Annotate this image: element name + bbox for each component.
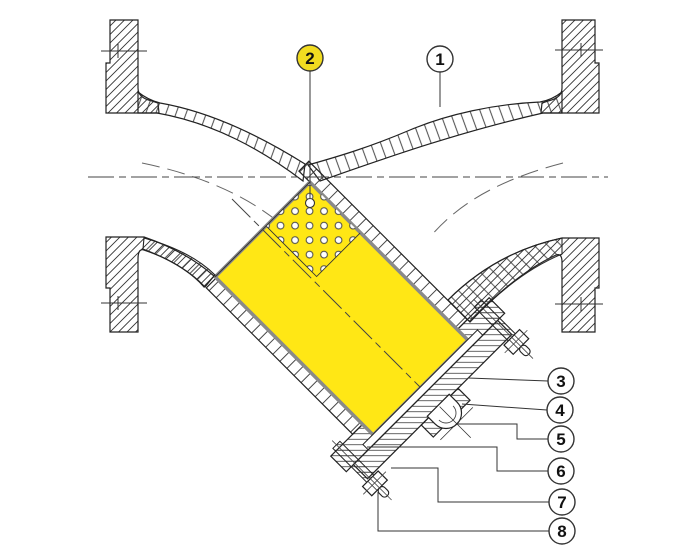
callout-5-circle [547, 425, 575, 453]
flow-line-right [429, 162, 564, 238]
right-flange-bolt-centerline-bottom [555, 297, 603, 311]
callout-2-circle [296, 44, 324, 72]
callout-2-number: 2 [305, 49, 314, 68]
callout-4-number: 4 [555, 401, 565, 420]
callout-5-leader [457, 423, 548, 440]
stud-nut-facets [367, 476, 383, 491]
callout-6-number: 6 [556, 462, 565, 481]
bore-lines [106, 112, 599, 239]
callout-8-circle [548, 517, 576, 545]
callout-7-circle [548, 488, 576, 516]
callout-4-circle [546, 396, 574, 424]
stud-axis [331, 440, 392, 501]
callout-6-leader [367, 446, 548, 472]
stud-axis [473, 298, 534, 359]
callouts-layer: 1 2 3 4 5 6 7 8 [296, 44, 576, 545]
screen-perforations [266, 182, 361, 277]
leg-centerline [231, 198, 421, 388]
callout-7-leader [391, 467, 549, 503]
left-flange-bolt-centerline-bottom [101, 296, 147, 310]
callout-3-circle [547, 367, 575, 395]
left-flange [101, 19, 215, 333]
centerlines [88, 176, 608, 388]
left-flange-bolt-centerline-top [101, 44, 147, 58]
stud-nut-facets [509, 334, 524, 350]
body-wall-bottom-left [142, 237, 216, 288]
callout-1-circle [426, 45, 454, 73]
drain-plug-centerlines [439, 406, 474, 441]
perforation-boundary [266, 226, 361, 278]
callout-1-number: 1 [435, 50, 444, 69]
callout-3-leader [467, 377, 549, 382]
callout-2-target-dot [304, 197, 316, 209]
callout-7-number: 7 [557, 493, 566, 512]
callout-4-leader [461, 403, 548, 411]
stud-bolt-lower [331, 440, 392, 501]
left-flange-top-section [105, 19, 160, 114]
callout-8-number: 8 [557, 522, 566, 541]
body-wall-top-right [306, 90, 563, 182]
callout-6-circle [547, 457, 575, 485]
body-wall-bottom-right [447, 237, 563, 323]
right-flange-bolt-centerline-top [555, 43, 603, 57]
callout-8-leader [377, 492, 549, 532]
callout-5-number: 5 [556, 430, 565, 449]
callout-3-number: 3 [556, 372, 565, 391]
stud-bolt-upper [473, 298, 534, 359]
body-wall-top-left [137, 90, 306, 183]
